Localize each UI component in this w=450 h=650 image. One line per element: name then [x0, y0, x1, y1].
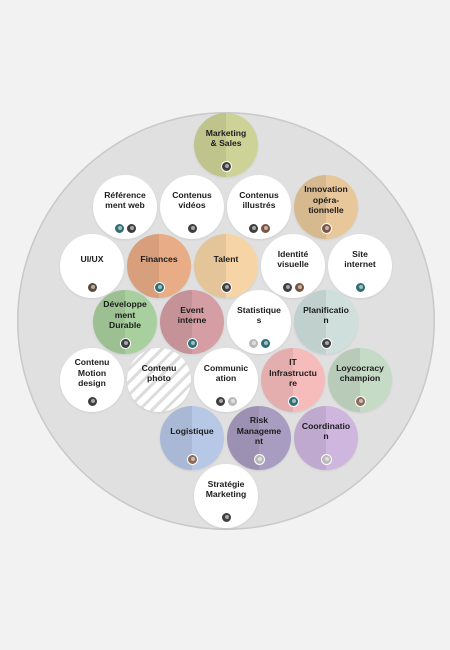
role-label: Planificatio n: [303, 304, 349, 325]
avatar-group: [328, 282, 392, 293]
avatar-group: [294, 454, 358, 465]
avatar-group: [227, 338, 291, 349]
role-label: Risk Manageme nt: [236, 415, 282, 447]
role-label: UI/UX: [80, 253, 104, 264]
avatar-group: [227, 454, 291, 465]
avatar[interactable]: [214, 396, 226, 407]
avatar[interactable]: [186, 338, 198, 349]
avatar-group: [127, 282, 191, 293]
avatar[interactable]: [320, 223, 332, 234]
avatar[interactable]: [281, 282, 293, 293]
avatar-group: [160, 223, 224, 234]
role-bubble[interactable]: Event interne: [160, 290, 224, 354]
avatar[interactable]: [220, 512, 232, 523]
avatar-group: [194, 161, 258, 172]
role-label: Communic ation: [203, 362, 249, 383]
role-label: Loycocracy champion: [336, 362, 384, 383]
avatar-group: [93, 223, 157, 234]
avatar-group: [160, 338, 224, 349]
role-bubble[interactable]: Contenus vidéos: [160, 175, 224, 239]
role-label: Event interne: [177, 304, 207, 325]
role-label: Identité visuelle: [277, 248, 309, 269]
avatar[interactable]: [186, 454, 198, 465]
role-label: Stratégie Marketing: [205, 478, 247, 499]
avatar[interactable]: [287, 396, 299, 407]
avatar[interactable]: [253, 454, 265, 465]
role-bubble[interactable]: IT Infrastructu re: [261, 348, 325, 412]
role-label: Coordinatio n: [301, 420, 351, 441]
avatar[interactable]: [320, 338, 332, 349]
avatar[interactable]: [220, 161, 232, 172]
avatar[interactable]: [125, 223, 137, 234]
avatar[interactable]: [119, 338, 131, 349]
role-bubble[interactable]: Communic ation: [194, 348, 258, 412]
role-label: IT Infrastructu re: [269, 357, 317, 389]
role-label: Contenu Motion design: [74, 357, 110, 389]
avatar[interactable]: [293, 282, 305, 293]
avatar[interactable]: [86, 396, 98, 407]
role-bubble[interactable]: UI/UX: [60, 234, 124, 298]
role-bubble[interactable]: Loycocracy champion: [328, 348, 392, 412]
role-bubble[interactable]: Identité visuelle: [261, 234, 325, 298]
avatar[interactable]: [259, 223, 271, 234]
role-bubble[interactable]: Planificatio n: [294, 290, 358, 354]
avatar-group: [194, 282, 258, 293]
role-label: Statistique s: [237, 304, 281, 325]
role-bubble[interactable]: Contenu photo: [127, 348, 191, 412]
avatar[interactable]: [354, 396, 366, 407]
avatar[interactable]: [354, 282, 366, 293]
role-label: Logistique: [170, 425, 214, 436]
role-label: Marketing & Sales: [205, 127, 247, 148]
avatar[interactable]: [247, 338, 259, 349]
role-label: Référence ment web: [104, 189, 146, 210]
role-label: Innovation opéra- tionnelle: [304, 184, 348, 216]
role-bubble[interactable]: Développe ment Durable: [93, 290, 157, 354]
avatar-group: [160, 454, 224, 465]
role-bubble[interactable]: Coordinatio n: [294, 406, 358, 470]
avatar[interactable]: [113, 223, 125, 234]
avatar-group: [328, 396, 392, 407]
avatar[interactable]: [220, 282, 232, 293]
avatar-group: [60, 396, 124, 407]
avatar[interactable]: [86, 282, 98, 293]
role-bubble[interactable]: Statistique s: [227, 290, 291, 354]
role-bubble[interactable]: Innovation opéra- tionnelle: [294, 175, 358, 239]
role-label: Site internet: [344, 248, 376, 269]
role-bubble[interactable]: Logistique: [160, 406, 224, 470]
avatar-group: [93, 338, 157, 349]
avatar[interactable]: [186, 223, 198, 234]
role-bubble[interactable]: Marketing & Sales: [194, 113, 258, 177]
avatar-group: [194, 396, 258, 407]
role-bubble[interactable]: Talent: [194, 234, 258, 298]
role-label: Finances: [140, 253, 178, 264]
avatar[interactable]: [226, 396, 238, 407]
role-label: Développe ment Durable: [103, 299, 147, 331]
role-label: Contenus vidéos: [172, 189, 212, 210]
avatar[interactable]: [259, 338, 271, 349]
role-bubble[interactable]: Risk Manageme nt: [227, 406, 291, 470]
role-bubble[interactable]: Site internet: [328, 234, 392, 298]
role-label: Talent: [213, 253, 239, 264]
avatar-group: [60, 282, 124, 293]
avatar-group: [294, 338, 358, 349]
avatar[interactable]: [320, 454, 332, 465]
role-bubble[interactable]: Contenus illustrés: [227, 175, 291, 239]
role-bubble[interactable]: Contenu Motion design: [60, 348, 124, 412]
avatar-group: [227, 223, 291, 234]
avatar-group: [294, 223, 358, 234]
role-bubble[interactable]: Finances: [127, 234, 191, 298]
avatar-group: [261, 396, 325, 407]
role-label: Contenu photo: [141, 362, 177, 383]
role-label: Contenus illustrés: [239, 189, 279, 210]
avatar[interactable]: [247, 223, 259, 234]
role-bubble[interactable]: Référence ment web: [93, 175, 157, 239]
avatar-group: [261, 282, 325, 293]
avatar-group: [194, 512, 258, 523]
avatar[interactable]: [153, 282, 165, 293]
role-bubble[interactable]: Stratégie Marketing: [194, 464, 258, 528]
